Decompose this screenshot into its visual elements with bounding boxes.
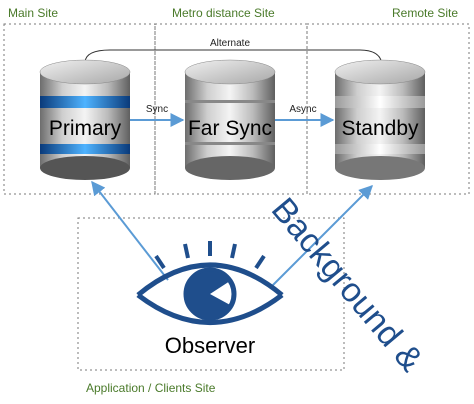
site-boundaries — [3, 23, 470, 371]
remote-site-box — [306, 23, 470, 195]
alternate-label: Alternate — [210, 38, 250, 49]
overlay-text: Background & — [264, 191, 431, 379]
observer-to-primary-arrow — [91, 180, 169, 281]
alternate-link — [84, 49, 383, 65]
far-sync-database-icon — [184, 59, 276, 180]
remote-site-label: Remote Site — [392, 6, 458, 20]
primary-database-icon — [39, 59, 131, 180]
clients-site-label: Application / Clients Site — [86, 381, 216, 395]
async-label: Async — [289, 104, 316, 115]
clients-site-box — [77, 217, 345, 371]
standby-database-icon — [334, 59, 426, 180]
main-site-box — [3, 23, 156, 195]
observer-to-standby-arrow — [269, 185, 373, 289]
primary-label: Primary — [49, 117, 122, 140]
observer-label: Observer — [165, 333, 255, 358]
standby-label: Standby — [341, 117, 419, 140]
metro-site-box — [154, 23, 308, 195]
metro-site-label: Metro distance Site — [172, 6, 275, 20]
observer-eye-icon — [136, 241, 284, 325]
sync-label: Sync — [146, 104, 168, 115]
main-site-label: Main Site — [8, 6, 58, 20]
far-sync-label: Far Sync — [188, 117, 272, 140]
